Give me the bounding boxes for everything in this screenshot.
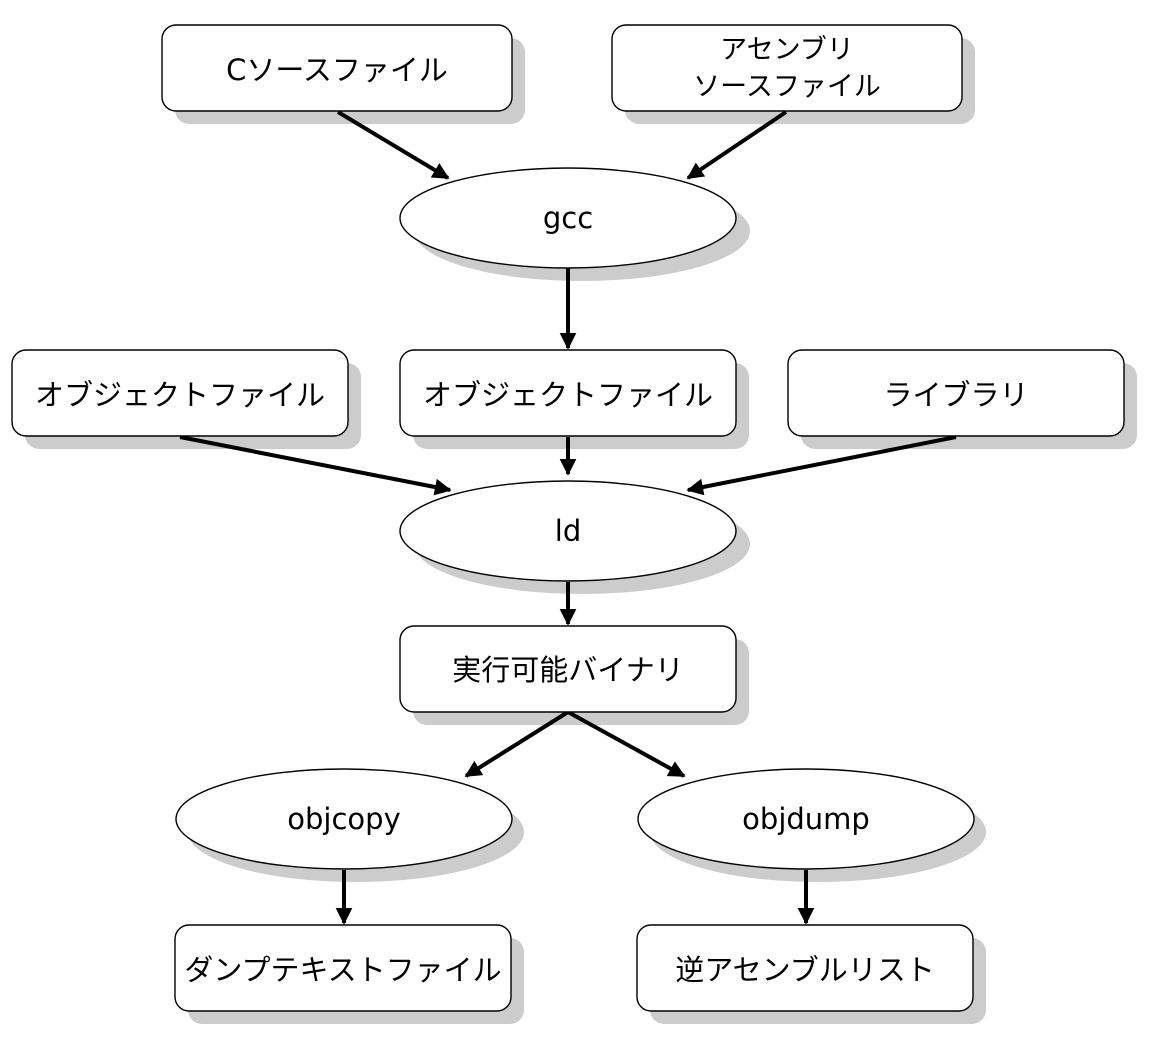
edge-executable-to-objdump bbox=[567, 710, 686, 778]
node-objcopy: objcopy bbox=[175, 768, 513, 870]
edges bbox=[179, 110, 957, 925]
node-disassembly-list: 逆アセンブルリスト bbox=[636, 924, 974, 1012]
node-objdump-label: objdump bbox=[742, 802, 870, 836]
edge-c-source-to-gcc bbox=[336, 110, 450, 180]
node-objdump: objdump bbox=[637, 768, 975, 870]
edge-asm-source-to-gcc bbox=[686, 110, 788, 180]
node-gcc-label: gcc bbox=[543, 201, 593, 235]
edge-executable-to-objcopy bbox=[464, 710, 570, 778]
node-ld-label: ld bbox=[555, 514, 581, 548]
node-library: ライブラリ bbox=[787, 349, 1125, 437]
node-object-file-center: オブジェクトファイル bbox=[399, 349, 737, 437]
node-disassembly-list-label: 逆アセンブルリスト bbox=[675, 953, 935, 987]
node-dump-text-file-label: ダンプテキストファイル bbox=[184, 953, 501, 987]
node-c-source-file-label: Cソースファイル bbox=[226, 53, 448, 87]
node-object-file-center-label: オブジェクトファイル bbox=[423, 378, 713, 412]
node-assembly-source-file: アセンブリ ソースファイル bbox=[611, 24, 963, 112]
node-objcopy-label: objcopy bbox=[287, 802, 400, 836]
node-gcc: gcc bbox=[399, 167, 737, 269]
node-object-file-left: オブジェクトファイル bbox=[11, 349, 349, 437]
edge-library-to-ld bbox=[686, 435, 957, 496]
node-object-file-left-label: オブジェクトファイル bbox=[35, 378, 325, 412]
node-dump-text-file: ダンプテキストファイル bbox=[174, 924, 512, 1012]
node-assembly-source-file-label-line1: アセンブリ bbox=[720, 35, 854, 66]
node-executable-binary-label: 実行可能バイナリ bbox=[452, 653, 683, 687]
node-assembly-source-file-label-line2: ソースファイル bbox=[693, 72, 881, 103]
edge-object-file-left-to-ld bbox=[179, 435, 452, 496]
node-executable-binary: 実行可能バイナリ bbox=[399, 625, 737, 713]
node-c-source-file: Cソースファイル bbox=[161, 24, 513, 112]
node-ld: ld bbox=[399, 480, 737, 582]
node-library-label: ライブラリ bbox=[883, 378, 1028, 412]
